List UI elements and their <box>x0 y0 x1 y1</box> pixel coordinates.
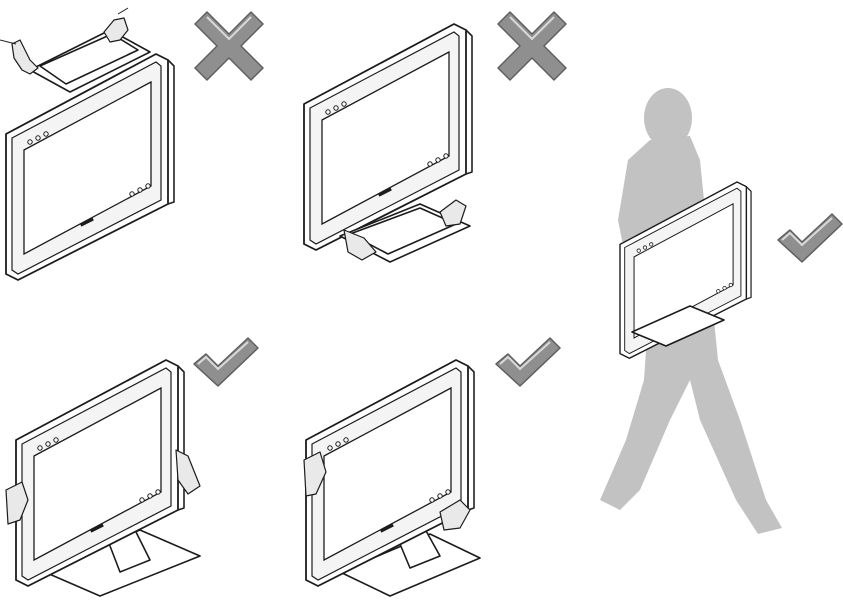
hand-icon <box>12 40 38 74</box>
checkmark-icon <box>194 338 258 386</box>
checkmark-icon <box>496 338 560 386</box>
panel-hold-both-sides <box>6 338 258 596</box>
panel-hold-side-and-bottom <box>304 338 560 596</box>
panel-carry-walking <box>600 88 842 534</box>
hand-icon <box>176 450 200 494</box>
cross-icon <box>498 12 566 80</box>
panel-hold-from-bottom-stand <box>304 12 566 262</box>
panel-hold-from-top-stand <box>0 8 263 280</box>
cross-icon <box>195 12 263 80</box>
checkmark-icon <box>778 214 842 262</box>
